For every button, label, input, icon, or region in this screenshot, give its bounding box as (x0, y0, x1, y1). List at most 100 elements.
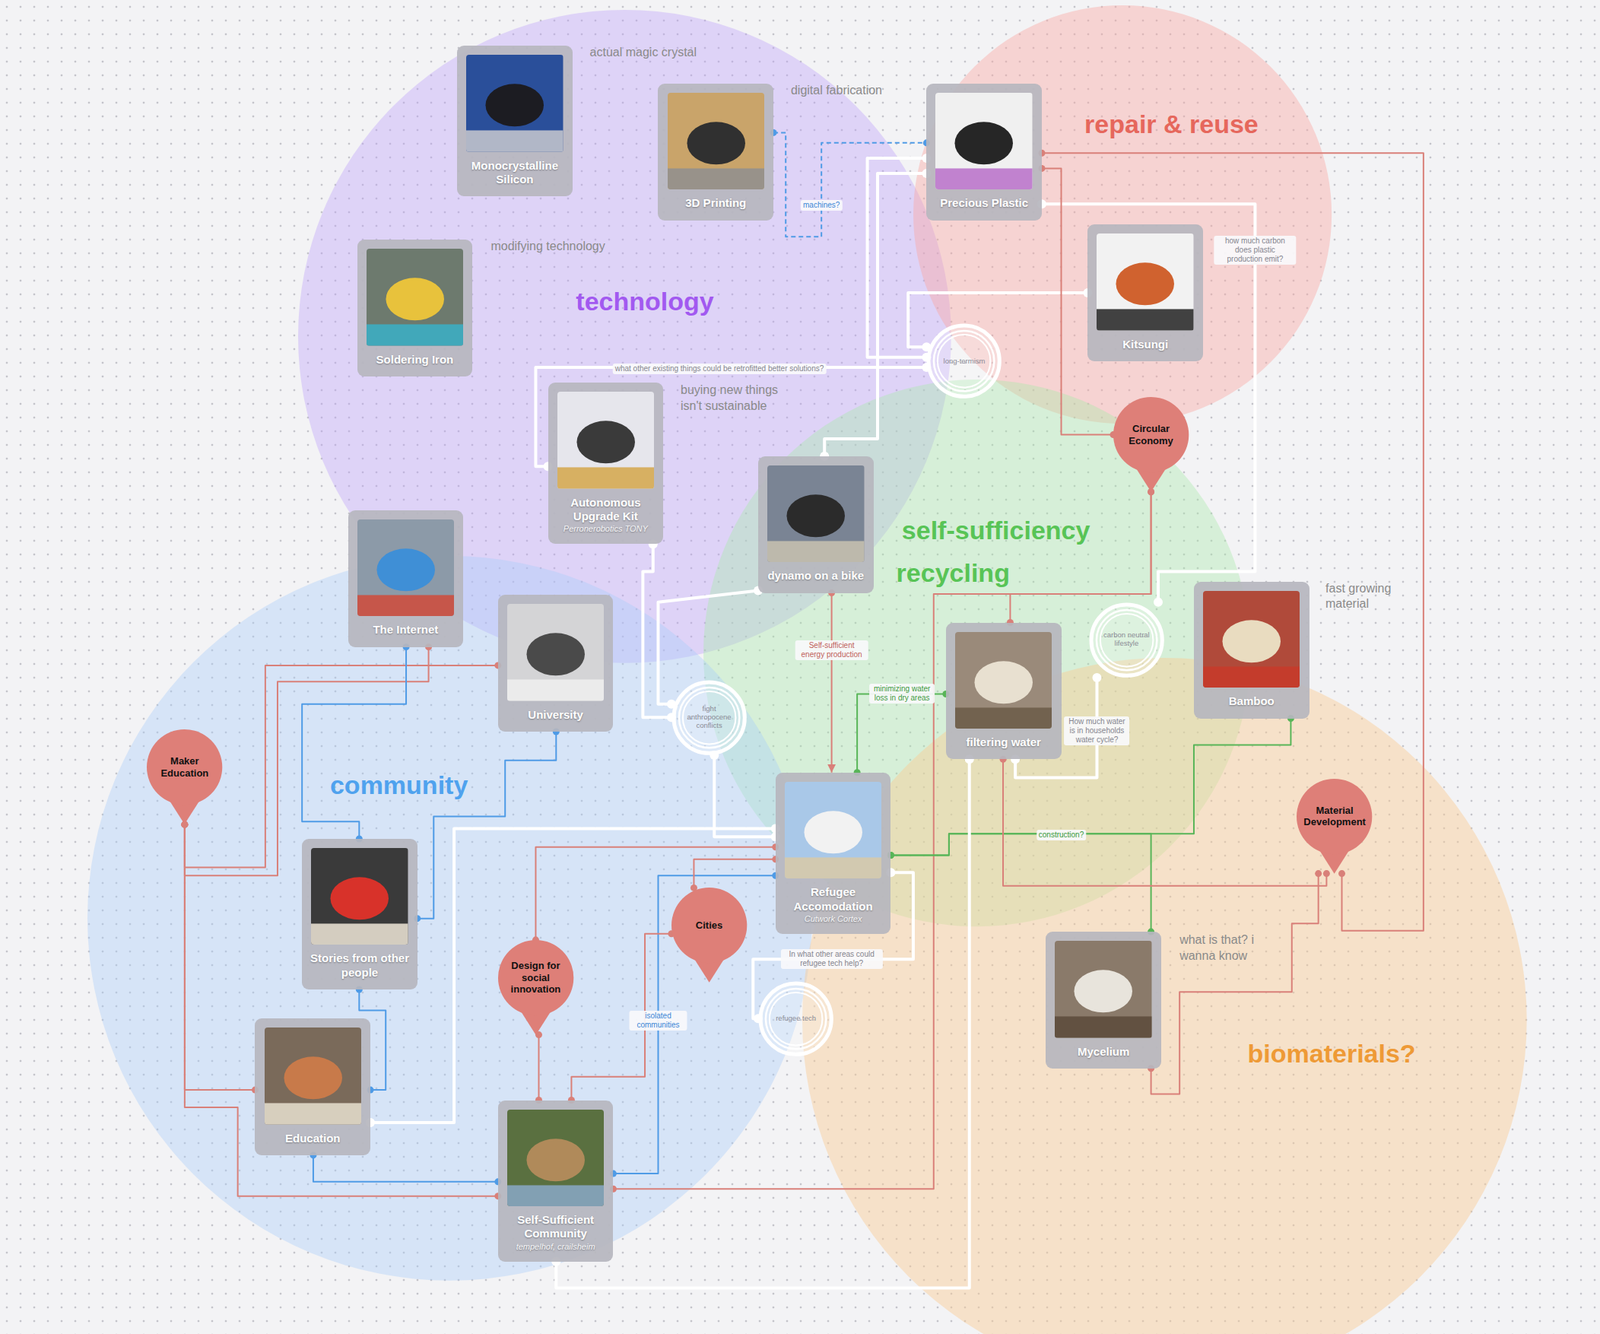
ring-label: refugee tech (775, 1014, 816, 1023)
edge-label-holder: machines? (800, 196, 842, 211)
connector (313, 1155, 499, 1182)
edge-label-holder: minimizing water loss in dry areas (869, 683, 935, 704)
ring-line (760, 982, 832, 1054)
card-title: filtering water (952, 735, 1056, 750)
photo-subject (485, 84, 544, 127)
card-title: University (504, 707, 608, 722)
region-label-holder: technology (575, 287, 714, 316)
region-label: community (330, 771, 468, 800)
photo-subject (376, 548, 435, 591)
ring-label-holder: fight anthropocene conflicts (671, 679, 747, 756)
photo-band (1054, 1016, 1152, 1039)
photo-subject (1222, 619, 1281, 663)
photo-ground (1203, 590, 1300, 688)
photo-subject (787, 494, 845, 537)
topic-pin: Maker Education (146, 729, 223, 825)
connector (1003, 758, 1327, 886)
card-photo (1096, 233, 1194, 331)
region-label-holder: community (330, 771, 468, 800)
photo-band (784, 857, 882, 879)
theme-ring: refugee tech (758, 980, 834, 1057)
card-photo (955, 631, 1052, 729)
photo-subject (1116, 262, 1175, 305)
region-label: self-sufficiency (901, 516, 1091, 545)
connector (693, 859, 775, 889)
photo-band (264, 1103, 362, 1125)
topic-card: Kitsungi (1087, 224, 1204, 362)
pin-head (671, 887, 747, 963)
pin-label: Circular Economy (1117, 422, 1185, 447)
region-label: recycling (896, 558, 1010, 588)
region-circle (913, 5, 1332, 424)
connector (824, 173, 927, 457)
photo-ground (667, 92, 765, 190)
connector (301, 647, 407, 839)
card-title: 3D Printing (663, 196, 768, 210)
card-title: The Internet (354, 622, 458, 637)
pin-head (1113, 396, 1189, 473)
ring-fill (1090, 603, 1163, 677)
topic-region: biomaterials? (802, 657, 1527, 1334)
photo-ground (311, 847, 408, 945)
connector-dot (1323, 869, 1331, 877)
pin-label-holder: Maker Education (146, 729, 223, 805)
photo-ground (935, 92, 1032, 190)
edge-label: isolated communities (629, 1010, 687, 1031)
connector (612, 492, 1151, 1189)
photo-ground (784, 781, 882, 879)
note-holder: actual magic crystal (590, 44, 698, 61)
topic-pin: Material Development (1296, 778, 1372, 874)
card-title: Refugee Accomodation (781, 885, 886, 914)
pin-label-holder: Cities (671, 887, 747, 963)
photo-ground (357, 519, 454, 616)
connector (612, 875, 775, 1174)
card-title: Precious Plastic (932, 196, 1036, 210)
pin-shape (671, 887, 747, 983)
region-label: repair & reuse (1084, 110, 1259, 139)
theme-ring: long-termism (926, 323, 1002, 399)
card-title: Monocrystalline Silicon (463, 158, 567, 188)
pin-label: Cities (695, 919, 723, 932)
ring-line (679, 687, 740, 748)
card-photo (507, 603, 604, 701)
topic-card: University (498, 594, 614, 732)
photo-ground (767, 465, 864, 562)
ring-line (765, 987, 826, 1048)
ring-label: fight anthropocene conflicts (684, 704, 735, 731)
ring-line (682, 691, 737, 745)
edge-label: minimizing water loss in dry areas (869, 683, 935, 704)
edge-label-holder: construction? (1036, 826, 1086, 841)
card-title: dynamo on a bike (764, 568, 868, 583)
edge-label: Self-sufficient energy production (794, 640, 869, 661)
card-title: tempelhof, crailsheim (504, 1241, 608, 1252)
note: actual magic crystal (590, 44, 698, 61)
pin-label-holder: Design for social innovation (498, 939, 574, 1016)
card-title: Bamboo (1200, 694, 1304, 708)
card-photo (357, 519, 454, 616)
ring-line (1100, 613, 1154, 667)
connector (184, 824, 256, 1090)
photo-ground (366, 248, 464, 346)
edge-label-holder: Self-sufficient energy production (794, 640, 869, 661)
ring-line (1096, 609, 1157, 670)
topic-card: filtering water (946, 622, 1062, 760)
card-title: Soldering Iron (363, 352, 467, 367)
topic-card: Refugee AccomodationCutwork Cortex (775, 772, 892, 934)
connector (537, 1034, 540, 1101)
photo-band (1096, 309, 1194, 331)
photo-subject (526, 633, 585, 677)
region-circle (802, 657, 1527, 1334)
topic-card: Education (254, 1018, 371, 1156)
card-photo (311, 847, 408, 945)
ring-label-holder: carbon neutral lifestyle (1088, 602, 1165, 678)
connector (1151, 873, 1319, 1095)
card-title: Cutwork Cortex (781, 914, 886, 924)
edge-label: In what other areas could refugee tech h… (780, 949, 883, 969)
photo-subject (686, 121, 745, 165)
region-label: technology (575, 287, 714, 316)
photo-band (311, 923, 408, 945)
region-label-holder: self-sufficiency (901, 516, 1091, 545)
